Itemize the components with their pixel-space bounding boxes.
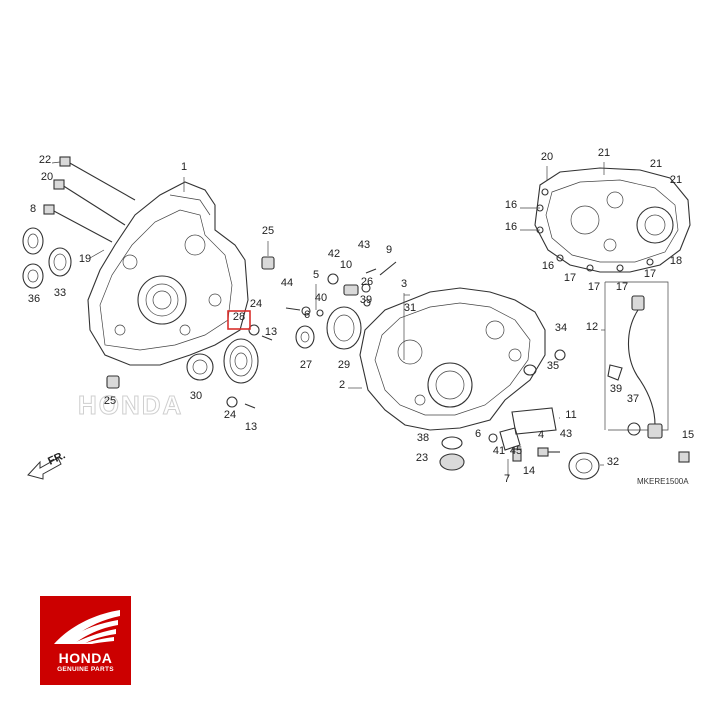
callout-34: 34 bbox=[555, 322, 567, 334]
callout-17: 17 bbox=[616, 281, 628, 293]
callout-6: 6 bbox=[475, 428, 481, 440]
callout-40: 40 bbox=[315, 292, 327, 304]
callout-10: 10 bbox=[340, 259, 352, 271]
callout-30: 30 bbox=[190, 390, 202, 402]
left-crankcase bbox=[87, 181, 249, 366]
callout-38: 38 bbox=[417, 432, 429, 444]
callout-36: 36 bbox=[28, 293, 40, 305]
callout-26: 26 bbox=[361, 276, 373, 288]
callout-12: 12 bbox=[586, 321, 598, 333]
callout-9: 9 bbox=[386, 244, 392, 256]
callout-17: 17 bbox=[588, 281, 600, 293]
callout-35: 35 bbox=[547, 360, 559, 372]
callout-21: 21 bbox=[598, 147, 610, 159]
callout-43: 43 bbox=[358, 239, 370, 251]
callout-24: 24 bbox=[250, 298, 262, 310]
callout-45: 45 bbox=[510, 445, 522, 457]
callout-43: 43 bbox=[560, 428, 572, 440]
callout-13: 13 bbox=[245, 421, 257, 433]
callout-11: 11 bbox=[565, 409, 576, 421]
callout-2: 2 bbox=[339, 379, 345, 391]
callout-17: 17 bbox=[564, 272, 576, 284]
diagram-code: MKERE1500A bbox=[637, 477, 689, 486]
left-seals bbox=[22, 227, 72, 289]
middle-parts bbox=[285, 261, 397, 350]
highlight-box bbox=[227, 310, 251, 330]
callout-29: 29 bbox=[338, 359, 350, 371]
callout-15: 15 bbox=[682, 429, 694, 441]
callout-19: 19 bbox=[79, 253, 91, 265]
callout-3: 3 bbox=[401, 278, 407, 290]
right-small-parts bbox=[439, 349, 600, 480]
top-right-crankcase bbox=[534, 167, 691, 273]
callout-21: 21 bbox=[650, 158, 662, 170]
callout-39: 39 bbox=[360, 294, 372, 306]
leader-lines bbox=[51, 161, 605, 478]
long-bolts bbox=[43, 156, 136, 243]
callout-1: 1 bbox=[181, 161, 187, 173]
callout-21: 21 bbox=[670, 174, 682, 186]
callout-4: 4 bbox=[538, 429, 544, 441]
callout-44: 44 bbox=[281, 277, 293, 289]
callout-5: 5 bbox=[313, 269, 319, 281]
callout-22: 22 bbox=[39, 154, 51, 166]
callout-31: 31 bbox=[404, 302, 416, 314]
sensor-assembly bbox=[604, 281, 690, 463]
callout-6: 6 bbox=[304, 309, 310, 321]
callout-17: 17 bbox=[644, 268, 656, 280]
callout-20: 20 bbox=[41, 171, 53, 183]
callout-23: 23 bbox=[416, 452, 428, 464]
callout-25: 25 bbox=[262, 225, 274, 237]
callout-13: 13 bbox=[265, 326, 277, 338]
callout-16: 16 bbox=[542, 260, 554, 272]
callout-42: 42 bbox=[328, 248, 340, 260]
callout-14: 14 bbox=[523, 465, 535, 477]
callout-32: 32 bbox=[607, 456, 619, 468]
callout-25: 25 bbox=[104, 395, 116, 407]
fr-label: FR. bbox=[46, 449, 67, 467]
callout-16: 16 bbox=[505, 221, 517, 233]
callout-8: 8 bbox=[30, 203, 36, 215]
callout-18: 18 bbox=[670, 255, 682, 267]
callout-28: 28 bbox=[233, 311, 245, 323]
callout-16: 16 bbox=[505, 199, 517, 211]
honda-wing-icon bbox=[54, 610, 120, 644]
callout-24: 24 bbox=[224, 409, 236, 421]
callout-39: 39 bbox=[610, 383, 622, 395]
callout-41: 41 bbox=[493, 445, 505, 457]
callout-37: 37 bbox=[627, 393, 639, 405]
honda-genuine-parts-logo: HONDA GENUINE PARTS bbox=[40, 596, 131, 685]
callout-7: 7 bbox=[504, 473, 510, 485]
callout-20: 20 bbox=[541, 151, 553, 163]
left-small-parts bbox=[106, 256, 275, 409]
watermark-text: HONDA bbox=[78, 390, 183, 420]
right-crankcase bbox=[359, 287, 546, 431]
callout-27: 27 bbox=[300, 359, 312, 371]
fr-direction-arrow: FR. bbox=[27, 449, 67, 480]
brand-tagline: GENUINE PARTS bbox=[57, 666, 114, 673]
brand-name: HONDA bbox=[58, 650, 113, 666]
callout-33: 33 bbox=[54, 287, 66, 299]
